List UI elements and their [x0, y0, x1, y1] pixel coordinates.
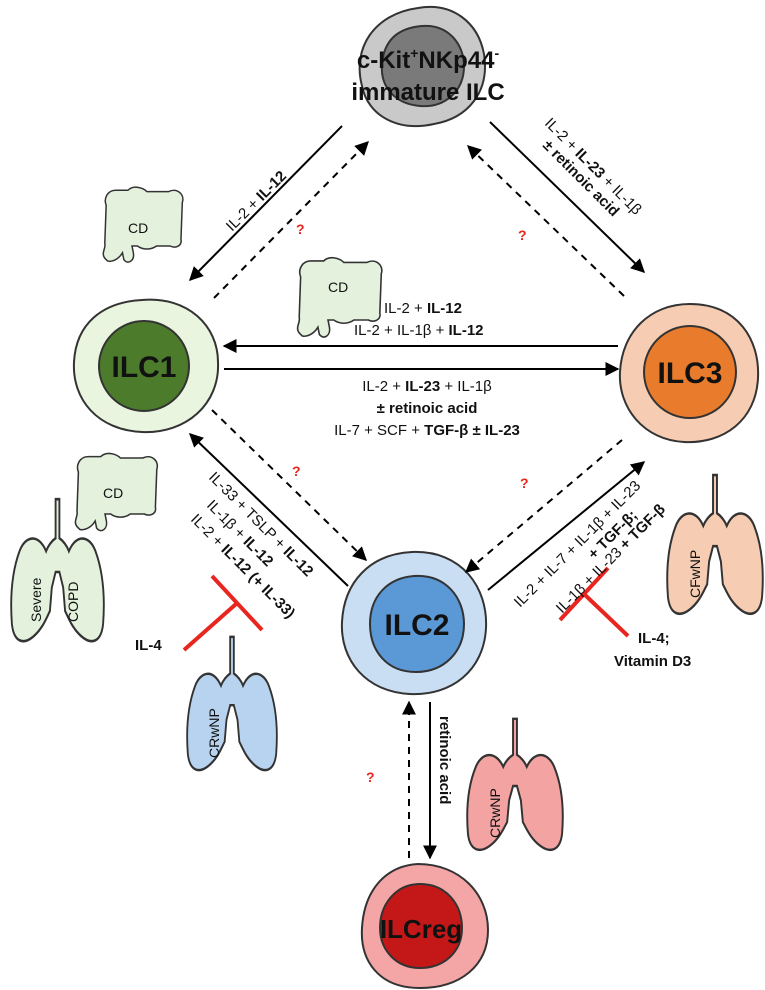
question-mark-ilc1-ilc2: ? [292, 463, 301, 479]
ilc1-label: ILC1 [111, 351, 176, 384]
lung-icon-cfwnp [665, 473, 765, 616]
ilc2-cell [340, 550, 488, 696]
cd-label-center: CD [328, 279, 348, 295]
ilc3-cell [618, 302, 760, 444]
crwnp-label-bottom: CRwNP [487, 788, 503, 838]
label-ilc1-to-ilc3-line3: IL-7 + SCF + TGF-β ± IL-23 [334, 422, 520, 439]
cfwnp-label: CFwNP [687, 550, 703, 598]
inhibition-right [558, 566, 630, 638]
label-immature-to-ilc3-line1: IL-2 + IL-23 + IL-1β [541, 115, 645, 219]
label-immature-to-ilc1: IL-2 + IL-12 [223, 168, 290, 235]
cd-label-left: CD [103, 485, 123, 501]
arrow-ilc2-to-ilc3 [487, 461, 646, 591]
lung-icon-crwnp-red [466, 717, 564, 852]
ilcreg-label: ILCreg [380, 914, 462, 944]
inhibitor-right-label-1: IL-4; [638, 630, 670, 647]
label-ilc3-to-ilc1-line1: IL-2 + IL-12 [384, 300, 462, 317]
ilc2-label: ILC2 [384, 609, 449, 642]
arrow-ilc1-to-ilc2-dashed [211, 409, 368, 561]
arrow-ilc1-to-immature-dashed [213, 141, 369, 299]
arrow-ilc3-to-immature-dashed [466, 145, 625, 297]
cd-label-top: CD [128, 220, 148, 236]
question-mark-ilc1-immature: ? [296, 221, 305, 237]
immature-ilc-title-line2: immature ILC [351, 79, 504, 106]
crwnp-label-left: CRwNP [206, 708, 222, 758]
ilcreg-cell [360, 862, 490, 990]
question-mark-ilc3-ilc2: ? [520, 475, 529, 491]
severe-label: Severe [28, 577, 44, 622]
inhibitor-right-label-2: Vitamin D3 [614, 653, 691, 670]
arrow-ilc3-to-ilc2-dashed [464, 439, 623, 573]
inhibition-left [182, 574, 264, 652]
label-ilc1-to-ilc3-line2: ± retinoic acid [377, 400, 478, 417]
arrow-immature-to-ilc3 [489, 121, 646, 273]
arrow-immature-to-ilc1 [189, 125, 343, 281]
label-ilc3-to-ilc1-line2: IL-2 + IL-1β + IL-12 [354, 322, 484, 339]
immature-ilc-title-line1: c-Kit+NKp44- [357, 45, 500, 74]
inhibitor-left-label: IL-4 [135, 637, 162, 654]
ilc1-cell [72, 298, 220, 434]
label-ilc2-to-ilcreg: retinoic acid [436, 716, 453, 804]
lung-icon-crwnp-blue [185, 635, 279, 772]
question-mark-ilc3-immature: ? [518, 227, 527, 243]
arrow-ilc2-to-ilc1 [188, 433, 349, 587]
question-mark-ilcreg-ilc2: ? [366, 769, 375, 785]
label-ilc1-to-ilc3-line1: IL-2 + IL-23 + IL-1β [362, 378, 492, 395]
ilc3-label: ILC3 [657, 357, 722, 390]
copd-label: COPD [65, 582, 81, 622]
immature-ilc-cell [358, 5, 486, 128]
